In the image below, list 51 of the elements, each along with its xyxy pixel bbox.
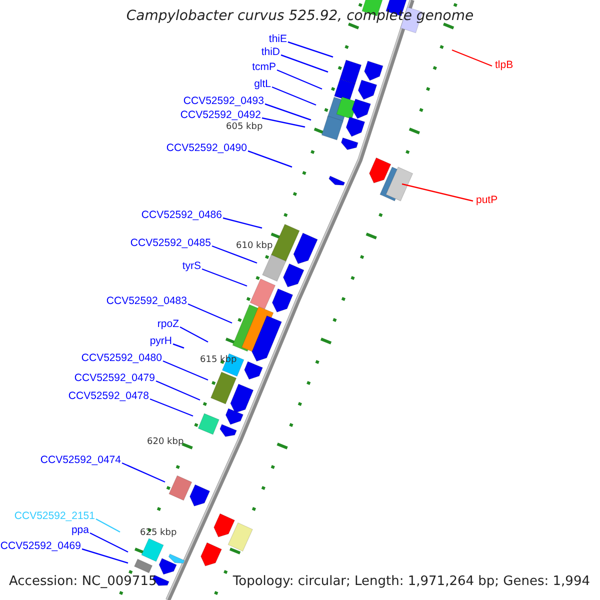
leader-line <box>188 303 232 324</box>
gene-label: CCV52592_2151 <box>14 510 95 523</box>
gene-label: rpoZ <box>157 318 179 331</box>
leader-line <box>280 54 328 73</box>
leader-line <box>288 41 334 58</box>
gene-label: CCV52592_0479 <box>74 372 155 385</box>
leader-line <box>402 183 474 202</box>
gene-label: CCV52592_0474 <box>40 454 121 467</box>
leader-line <box>82 548 128 564</box>
leader-line <box>248 150 292 168</box>
leader-line <box>150 398 194 417</box>
leader-line <box>180 326 208 343</box>
gene-label: CCV52592_0483 <box>106 295 187 308</box>
leader-line <box>156 380 200 401</box>
leader-line <box>264 103 312 121</box>
leader-line <box>162 360 208 381</box>
leader-line <box>452 49 492 67</box>
gene-label: thiD <box>261 46 280 59</box>
gene-label: CCV52592_0469 <box>0 540 81 553</box>
scale-label: 605 kbp <box>226 122 263 132</box>
scale-label: 610 kbp <box>236 241 273 251</box>
gene-label: thiE <box>268 33 287 46</box>
title: Campylobacter curvus 525.92, complete genome <box>125 8 475 24</box>
gene-label: CCV52592_0493 <box>183 95 264 108</box>
gene-label: CCV52592_0478 <box>68 390 149 403</box>
gene-label: tcmP <box>252 61 276 74</box>
leader-line <box>276 69 322 90</box>
leader-line <box>212 245 258 264</box>
leader-line <box>202 268 248 287</box>
genome-info-text: Topology: circular; Length: 1,971,264 bp; Genes: 1,994 <box>232 574 590 589</box>
leader-line <box>122 462 166 483</box>
gene-label: CCV52592_0490 <box>166 142 247 155</box>
gene-label: gltL <box>254 78 271 91</box>
gene-label: pyrH <box>150 335 172 348</box>
gene-label: tyrS <box>182 260 201 273</box>
leader-line <box>262 117 306 128</box>
leader-line <box>272 86 316 106</box>
accession-text: Accession: NC_009715 <box>9 574 157 589</box>
gene-label: tlpB <box>495 59 514 72</box>
gene-label: CCV52592_0492 <box>180 109 261 122</box>
gene-label: CCV52592_0486 <box>141 209 222 222</box>
leader-line <box>96 518 120 533</box>
scale-label: 625 kbp <box>140 528 177 538</box>
leader-line <box>172 343 184 349</box>
gene-label: ppa <box>71 524 89 537</box>
leader-line <box>222 217 262 229</box>
gene-label: putP <box>476 194 498 207</box>
gene-label: CCV52592_0485 <box>130 237 211 250</box>
leader-line <box>90 532 128 553</box>
scale-label: 620 kbp <box>147 437 184 447</box>
gene-label: CCV52592_0480 <box>81 352 162 365</box>
